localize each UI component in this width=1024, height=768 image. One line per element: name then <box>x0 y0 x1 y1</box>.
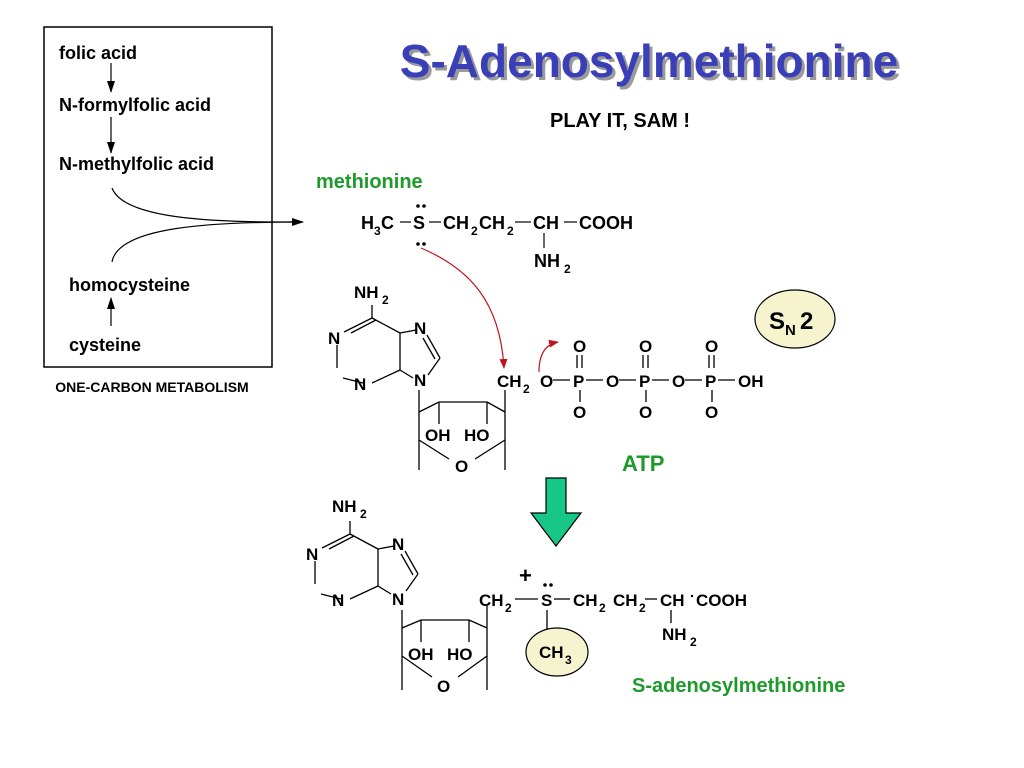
sam-ch: CH <box>660 591 685 610</box>
methionine-bonds <box>400 221 577 248</box>
page-title: S-Adenosylmethionine <box>400 35 898 87</box>
sam-s: S <box>541 591 552 610</box>
atp-ch-sub: 2 <box>523 382 530 396</box>
ch3-highlight <box>525 627 589 677</box>
sn2-2: 2 <box>800 308 813 335</box>
atp-p1: P <box>573 372 584 391</box>
sam-lone-pair <box>543 583 694 598</box>
met-ch: CH <box>533 213 559 233</box>
atp-ring-o: O <box>455 457 468 476</box>
atp-p3-o-bottom: O <box>705 403 718 422</box>
sam-ring-o: O <box>437 677 450 696</box>
met-h-sub: 3 <box>374 224 381 238</box>
sam-nh2: NH <box>662 625 687 644</box>
atp-phosphate-bonds <box>553 355 735 402</box>
atp-n3: N <box>354 375 366 394</box>
box-arrows <box>107 63 304 326</box>
atp-p3-o-top: O <box>705 337 718 356</box>
atp-adenine-bonds <box>336 305 441 384</box>
box-n-methylfolic-acid: N-methylfolic acid <box>59 154 214 174</box>
met-ch2b-sub: 2 <box>507 224 514 238</box>
methionine-lone-pairs <box>416 204 426 246</box>
sam-ch2b: CH <box>613 591 638 610</box>
red-leaving-arrow <box>538 339 559 373</box>
met-nh: NH <box>534 251 560 271</box>
sam-n1: N <box>306 545 318 564</box>
sam-nh-sub: 2 <box>360 507 367 521</box>
reaction-arrow-icon <box>529 477 583 547</box>
sam-adenine-bonds <box>314 521 419 600</box>
one-carbon-box <box>43 26 273 368</box>
met-ch2a-sub: 2 <box>471 224 478 238</box>
atp-o2: O <box>606 372 619 391</box>
atp-p1-o-top: O <box>573 337 586 356</box>
page-title-shadow: S-Adenosylmethionine <box>403 38 901 90</box>
sam-plus: + <box>519 563 532 588</box>
met-s: S <box>413 213 425 233</box>
box-n-formylfolic-acid: N-formylfolic acid <box>59 95 211 115</box>
sam-cooh: COOH <box>696 591 747 610</box>
atp-p2: P <box>639 372 650 391</box>
box-cysteine: cysteine <box>69 335 141 355</box>
sam-oh: OH <box>408 645 434 664</box>
sn2-n: N <box>785 322 796 339</box>
atp-oh: OH <box>425 426 451 445</box>
sam-ch2-left-sub: 2 <box>505 601 512 615</box>
sam-label: S-adenosylmethionine <box>632 675 845 697</box>
sam-ch2a: CH <box>573 591 598 610</box>
atp-n1: N <box>328 329 340 348</box>
box-caption: ONE-CARBON METABOLISM <box>55 379 248 395</box>
atp-ch: CH <box>497 372 522 391</box>
atp-ho: HO <box>464 426 490 445</box>
atp-p2-o-top: O <box>639 337 652 356</box>
met-c: C <box>381 213 394 233</box>
atp-o1: O <box>540 372 553 391</box>
atp-ribose-bonds <box>418 390 506 470</box>
box-homocysteine: homocysteine <box>69 275 190 295</box>
sam-ch2b-sub: 2 <box>639 601 646 615</box>
sn2-s: S <box>769 308 785 335</box>
atp-nh-sub: 2 <box>382 293 389 307</box>
sam-n9: N <box>392 590 404 609</box>
atp-n9: N <box>414 371 426 390</box>
atp-p1-o-bottom: O <box>573 403 586 422</box>
page-subtitle: PLAY IT, SAM ! <box>550 110 690 132</box>
atp-p3: P <box>705 372 716 391</box>
met-ch2b: CH <box>479 213 505 233</box>
sn2-badge <box>754 289 836 349</box>
sam-ch2-left: CH <box>479 591 504 610</box>
met-ch2a: CH <box>443 213 469 233</box>
sam-n3: N <box>332 591 344 610</box>
met-h: H <box>361 213 374 233</box>
red-attack-arrow <box>420 247 508 369</box>
atp-oh-end: OH <box>738 372 764 391</box>
sam-ch3-sub: 3 <box>565 653 572 667</box>
atp-o3: O <box>672 372 685 391</box>
sam-ch3: CH <box>539 643 564 662</box>
met-cooh: COOH <box>579 213 633 233</box>
met-nh-sub: 2 <box>564 262 571 276</box>
methionine-structure: H 3 C S CH 2 CH 2 CH COOH NH 2 <box>361 213 633 276</box>
sam-ch2a-sub: 2 <box>599 601 606 615</box>
sam-n7: N <box>392 535 404 554</box>
atp-n7: N <box>414 319 426 338</box>
methionine-label: methionine <box>316 171 423 193</box>
sam-nh2-sub: 2 <box>690 635 697 649</box>
sam-chain-bonds <box>515 598 672 632</box>
atp-p2-o-bottom: O <box>639 403 652 422</box>
box-folic-acid: folic acid <box>59 43 137 63</box>
sam-ribose-bonds <box>401 606 488 690</box>
atp-label: ATP <box>622 451 664 476</box>
atp-nh: NH <box>354 283 379 302</box>
sam-nh: NH <box>332 497 357 516</box>
sam-ho: HO <box>447 645 473 664</box>
